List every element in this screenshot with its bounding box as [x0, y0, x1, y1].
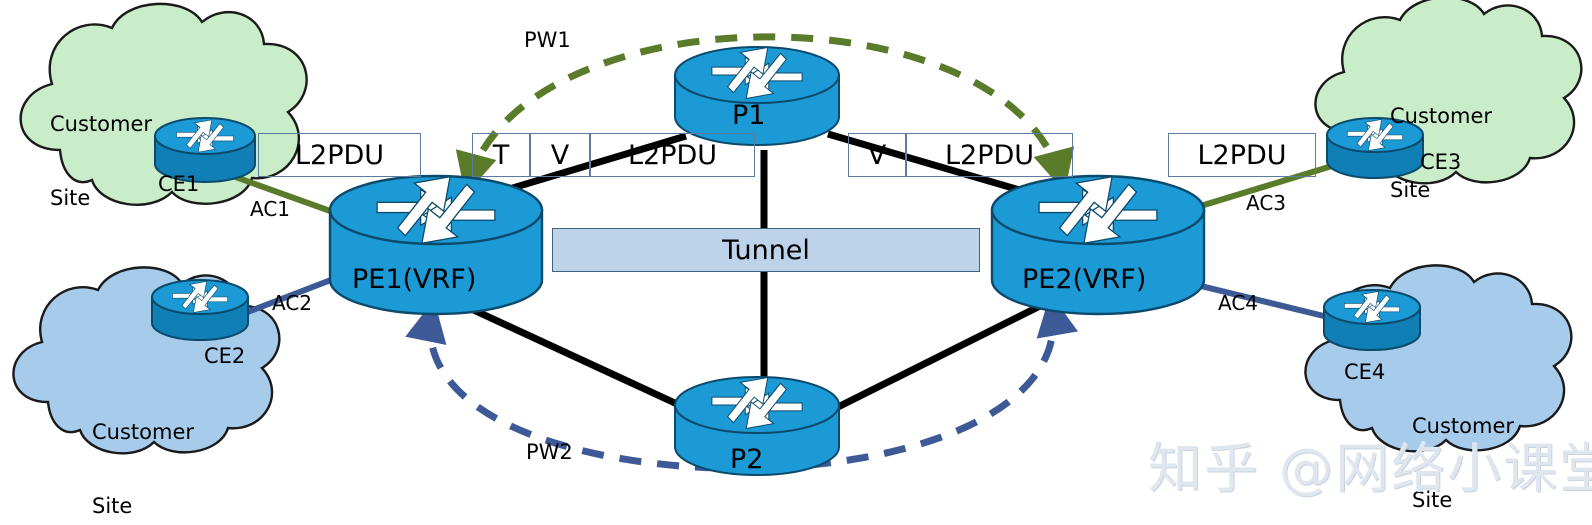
pdu-field-l2pdu: L2PDU [294, 139, 385, 171]
pdu-field-l2pdu: L2PDU [944, 139, 1035, 171]
pdu-field-v: V [550, 139, 570, 171]
link-pe1-p2 [450, 296, 692, 414]
pdu-box-core-right-v: V [848, 133, 906, 177]
router-ce1[interactable] [154, 117, 256, 183]
router-p2[interactable] [674, 376, 840, 476]
router-ce3[interactable] [1326, 117, 1424, 179]
pdu-field-l2pdu: L2PDU [627, 139, 718, 171]
pdu-field-l2pdu: L2PDU [1197, 139, 1287, 171]
router-pe2[interactable] [990, 174, 1206, 316]
router-ce2[interactable] [151, 279, 249, 341]
link-p2-pe2 [830, 296, 1054, 414]
router-ce4[interactable] [1323, 289, 1421, 351]
pdu-box-core-left-v: V [530, 133, 590, 177]
pdu-field-v: V [867, 139, 887, 171]
tunnel-bar: Tunnel [552, 228, 980, 272]
pdu-field-t: T [492, 139, 510, 171]
tunnel-label: Tunnel [722, 234, 810, 266]
pdu-box-core-left-t: T [472, 133, 530, 177]
router-pe1[interactable] [328, 174, 544, 316]
pdu-box-right-l2pdu: L2PDU [1168, 133, 1316, 177]
pdu-box-left-l2pdu: L2PDU [258, 133, 421, 177]
router-p1[interactable] [674, 46, 840, 146]
pdu-box-core-left-l2pdu: L2PDU [590, 133, 755, 177]
pseudowire-pw1-path [455, 33, 1075, 196]
pdu-box-core-right-l2pdu: L2PDU [906, 133, 1073, 177]
